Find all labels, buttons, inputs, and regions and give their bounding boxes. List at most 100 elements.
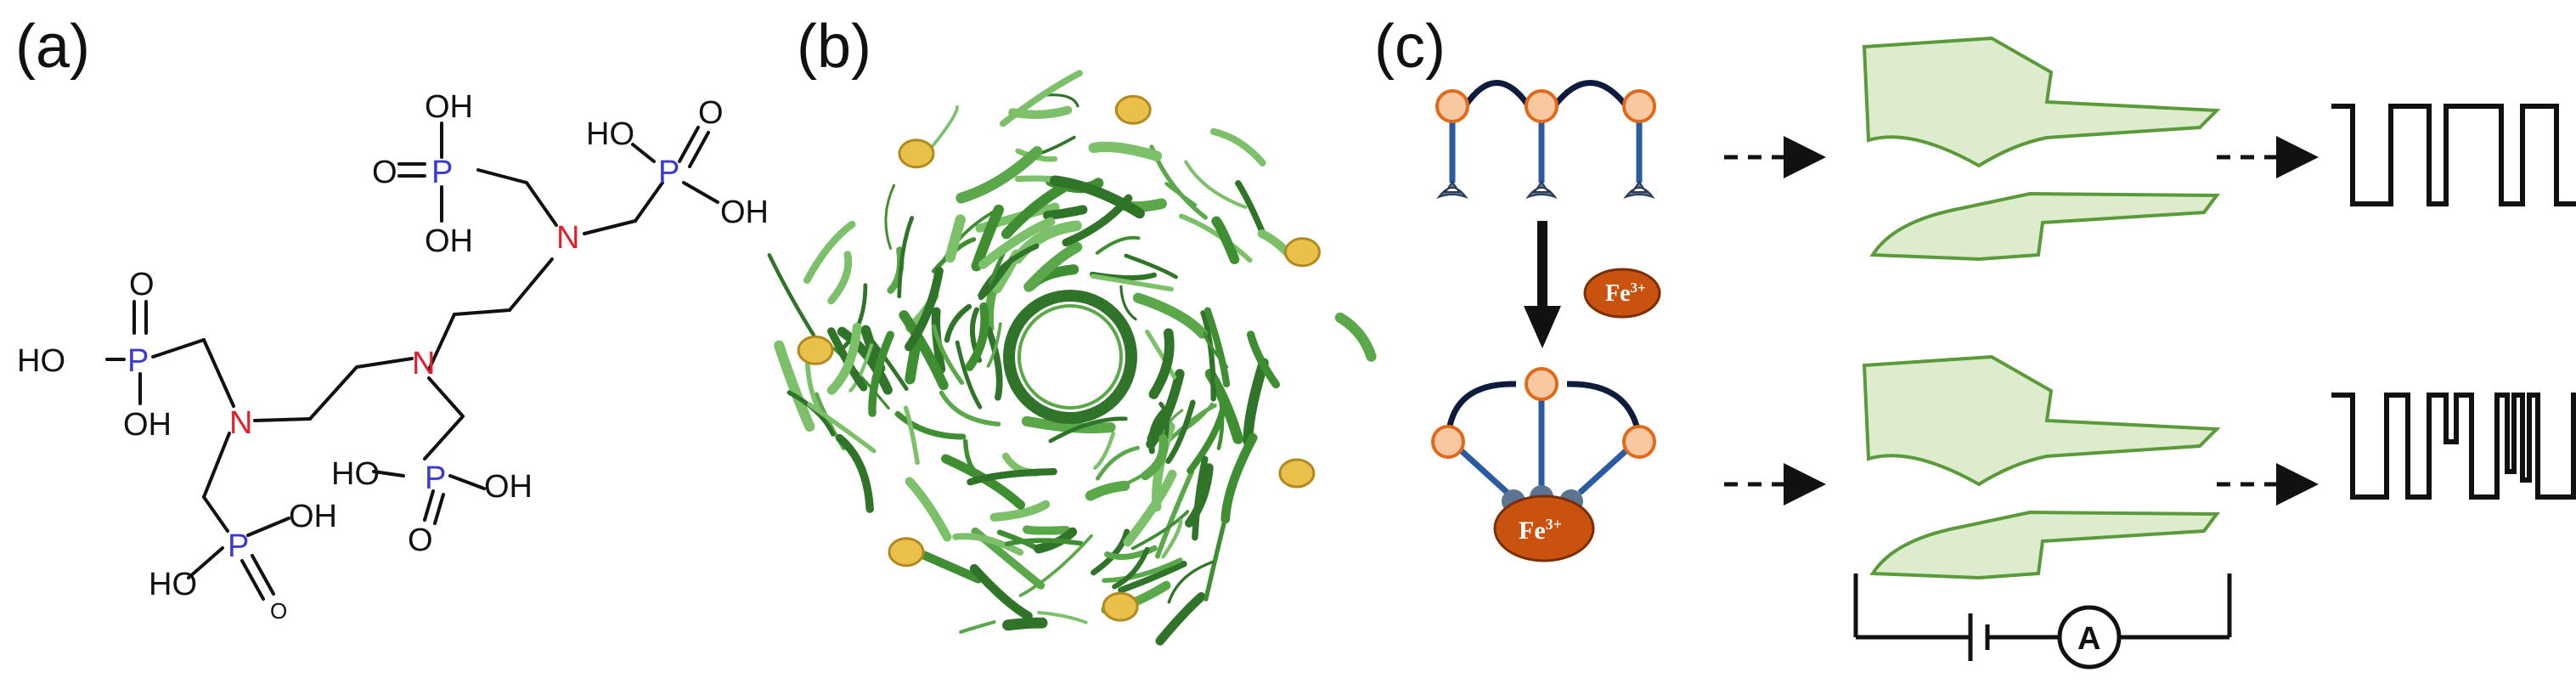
protein-strand bbox=[903, 405, 920, 466]
protein-strand bbox=[803, 220, 856, 285]
protein-strand bbox=[1132, 292, 1208, 339]
protein-strand bbox=[1023, 241, 1083, 292]
protein-strand bbox=[1243, 358, 1269, 447]
protein-strand bbox=[1048, 416, 1128, 444]
protein-strand bbox=[1088, 141, 1163, 161]
down-arrow bbox=[1524, 221, 1561, 348]
protein-strand bbox=[848, 343, 874, 393]
protein-strand bbox=[1095, 235, 1141, 255]
protein-strand bbox=[965, 302, 989, 371]
protein-strand bbox=[952, 533, 1024, 557]
hydroxyl-label: HO bbox=[331, 456, 380, 492]
protein-strand bbox=[1148, 328, 1175, 399]
protein-strand bbox=[1147, 401, 1175, 443]
protein-strand bbox=[1124, 253, 1178, 280]
channel-inner-ring bbox=[1017, 304, 1123, 410]
ammeter-label: A bbox=[2077, 621, 2100, 657]
protein-strand bbox=[1104, 545, 1158, 561]
protein-strand bbox=[1130, 510, 1190, 551]
protein-strand bbox=[1112, 546, 1150, 590]
protein-strand bbox=[971, 204, 1004, 272]
protein-strand bbox=[839, 283, 868, 352]
phosphorus-label: P bbox=[431, 155, 453, 190]
nanopore-top bbox=[1862, 36, 2221, 262]
protein-strand bbox=[826, 322, 862, 395]
protein-strand bbox=[1203, 514, 1228, 602]
protein-strand bbox=[1093, 432, 1115, 471]
protein-strand bbox=[1184, 160, 1248, 209]
protein-strand bbox=[967, 468, 1057, 486]
hydroxyl-label: OH bbox=[720, 195, 769, 230]
protein-strand bbox=[1018, 534, 1093, 597]
protein-strand bbox=[827, 251, 853, 305]
ligand-sphere bbox=[888, 537, 925, 568]
oxygen-label: O bbox=[698, 95, 724, 131]
nitrogen-label: N bbox=[229, 405, 252, 441]
ligand-sphere bbox=[1114, 94, 1152, 125]
protein-strand bbox=[767, 253, 816, 337]
protein-strand bbox=[1118, 560, 1187, 594]
protein-strand bbox=[1155, 591, 1206, 646]
protein-strand bbox=[1235, 180, 1266, 238]
protein-strand bbox=[1050, 175, 1145, 219]
ligand-sphere bbox=[797, 335, 834, 365]
phosphorus-label: P bbox=[127, 343, 149, 379]
hydroxyl-label: OH bbox=[425, 223, 473, 259]
protein-strand bbox=[1185, 463, 1214, 528]
protein-strand bbox=[1102, 557, 1183, 583]
protein-strand bbox=[835, 433, 874, 513]
hydroxyl-label: HO bbox=[149, 567, 197, 602]
protein-strand bbox=[955, 146, 1043, 204]
panel-c-sensing-schematic: (c) Fe3+ bbox=[1367, 0, 2576, 678]
protein-strand bbox=[1090, 274, 1174, 292]
protein-strand bbox=[871, 341, 909, 392]
protein-strand bbox=[1096, 445, 1140, 481]
protein-strand bbox=[1021, 415, 1116, 434]
protein-strand bbox=[1001, 178, 1076, 240]
ligand-sphere bbox=[1102, 591, 1139, 622]
protein-strand bbox=[1209, 127, 1266, 167]
protein-strand bbox=[1000, 70, 1083, 127]
oxygen-label: O bbox=[372, 155, 397, 190]
iron-label: Fe3+ bbox=[1519, 516, 1562, 545]
protein-strand bbox=[1141, 434, 1169, 481]
central-channel bbox=[1003, 290, 1137, 424]
protein-strand bbox=[1192, 455, 1209, 541]
panel-label-a: (a) bbox=[15, 13, 90, 81]
protein-strand bbox=[1037, 611, 1088, 624]
protein-strand bbox=[1043, 205, 1088, 220]
free-ligand bbox=[1435, 80, 1656, 200]
protein-strand bbox=[1211, 216, 1240, 264]
oxygen-label: O bbox=[408, 523, 433, 558]
protein-strand bbox=[985, 325, 1003, 401]
protein-strand bbox=[969, 563, 1033, 621]
panel-b-protein-pore: (b) bbox=[767, 0, 1377, 678]
ammeter bbox=[2057, 605, 2122, 670]
ligand-iron-complex: Fe3+ bbox=[1431, 367, 1656, 562]
protein-strand bbox=[978, 257, 1015, 301]
nanopore-bottom bbox=[1862, 354, 2221, 580]
protein-strand bbox=[986, 322, 1002, 368]
protein-strand bbox=[1023, 525, 1071, 535]
hydroxyl-label: HO bbox=[586, 116, 634, 152]
hydroxyl-label: OH bbox=[289, 499, 337, 534]
protein-strand bbox=[1165, 399, 1196, 465]
protein-strand bbox=[930, 105, 959, 149]
protein-strand bbox=[899, 310, 949, 391]
protein-strand bbox=[1246, 331, 1280, 389]
protein-strand bbox=[932, 324, 965, 385]
protein-strand bbox=[905, 477, 952, 542]
nitrogen-label: N bbox=[556, 220, 579, 256]
current-trace-top bbox=[2331, 104, 2576, 206]
protein-strand bbox=[1220, 432, 1258, 524]
protein-pore-illustration bbox=[767, 70, 1377, 646]
protein-strand bbox=[1004, 538, 1084, 546]
ligand-sphere bbox=[898, 138, 935, 169]
protein-strand bbox=[807, 402, 877, 454]
protein-strand bbox=[955, 340, 983, 410]
ligand-sphere bbox=[1284, 237, 1321, 268]
protein-strand bbox=[1123, 469, 1177, 547]
protein-strand bbox=[1334, 312, 1377, 362]
protein-strand bbox=[1155, 469, 1194, 559]
ligand-sphere bbox=[1278, 458, 1316, 489]
